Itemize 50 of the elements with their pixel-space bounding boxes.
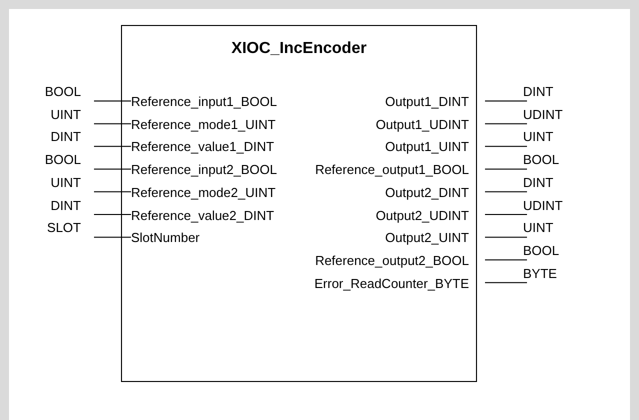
input-pin-label: Reference_input2_BOOL [122, 161, 277, 180]
connector-line [484, 214, 528, 215]
data-type-label: UDINT [523, 196, 563, 214]
connector-line [484, 123, 528, 124]
connector-line [484, 259, 528, 260]
data-type-label: DINT [50, 196, 81, 214]
data-type-label: BOOL [523, 151, 560, 170]
connector-line [94, 191, 132, 192]
output-pin-label: Output2_UINT [385, 229, 476, 248]
data-type-label: DINT [523, 83, 554, 101]
connector-line [94, 168, 132, 170]
block-title: XIOC_IncEncoder [230, 40, 368, 58]
data-type-label: BOOL [44, 151, 81, 170]
input-pin-label: Reference_value2_DINT [122, 206, 274, 224]
data-type-label: UINT [50, 106, 81, 124]
connector-line [484, 100, 528, 102]
connector-line [94, 214, 132, 215]
data-type-label: DINT [523, 174, 554, 192]
data-type-label: UINT [523, 219, 554, 238]
output-pin-label: Reference_output2_BOOL [315, 252, 476, 270]
input-pin-label: Reference_mode1_UINT [122, 116, 276, 134]
function-block [121, 25, 477, 382]
data-type-label: UINT [50, 174, 81, 192]
input-pin-label: SlotNumber [122, 229, 200, 248]
input-pin-label: Reference_value1_DINT [122, 138, 274, 156]
output-pin-label: Reference_output1_BOOL [315, 161, 476, 180]
input-pin-label: Reference_mode2_UINT [122, 184, 276, 202]
output-pin-label: Error_ReadCounter_BYTE [314, 274, 476, 293]
connector-line [484, 191, 528, 192]
data-type-label: SLOT [47, 219, 81, 238]
connector-line [484, 282, 528, 284]
connector-line [94, 146, 132, 147]
input-pin-label: Reference_input1_BOOL [122, 93, 277, 111]
output-pin-label: Output1_DINT [385, 93, 476, 111]
connector-line [94, 123, 132, 124]
data-type-label: UINT [523, 128, 554, 146]
connector-line [484, 146, 528, 147]
data-type-label: DINT [50, 128, 81, 146]
data-type-label: BOOL [44, 83, 81, 101]
output-pin-label: Output1_UDINT [376, 116, 476, 134]
connector-line [484, 168, 528, 170]
connector-line [94, 236, 132, 238]
connector-line [484, 236, 528, 238]
data-type-label: BOOL [523, 242, 560, 260]
output-pin-label: Output2_UDINT [376, 206, 476, 224]
data-type-label: BYTE [523, 264, 557, 283]
data-type-label: UDINT [523, 106, 563, 124]
connector-line [94, 100, 132, 102]
output-pin-label: Output2_DINT [385, 184, 476, 202]
output-pin-label: Output1_UINT [385, 138, 476, 156]
